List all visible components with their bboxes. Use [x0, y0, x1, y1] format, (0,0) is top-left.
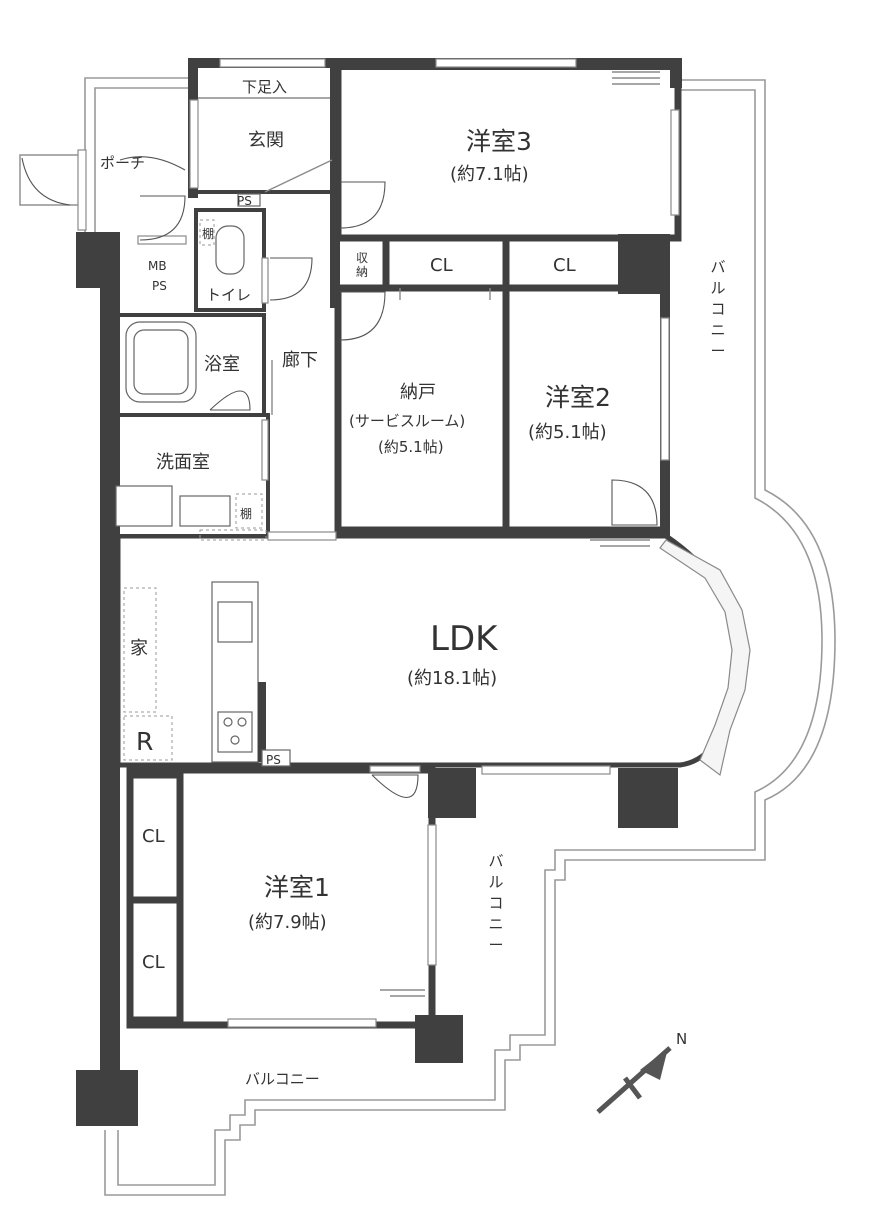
room-storage — [334, 284, 510, 534]
label-pipe-space-2: PS — [266, 753, 281, 767]
label-hallway: 廊下 — [282, 350, 318, 371]
label-mb: MB — [148, 259, 167, 273]
label-western3-area: (約7.1帖) — [450, 164, 529, 185]
label-balcony-bottom: バルコニー — [245, 1070, 320, 1088]
room-western2 — [502, 284, 670, 534]
label-appliance: 家 — [130, 638, 148, 659]
labels: LDK (約18.1帖) 洋室3 (約7.1帖) 洋室2 (約5.1帖) 洋室1… — [100, 78, 611, 1088]
balcony-right-char: ニ — [710, 321, 725, 339]
room-outlines — [115, 62, 743, 1029]
label-western1: 洋室1 — [264, 873, 330, 902]
label-storage: 納戸 — [400, 382, 436, 403]
balcony-middle-char: バ — [488, 852, 503, 870]
room-closet-b — [502, 234, 626, 292]
label-fridge: R — [136, 727, 153, 756]
details — [123, 71, 660, 997]
fixtures — [115, 193, 291, 767]
room-closet-d — [126, 896, 184, 1024]
label-storage-small-char: 収 — [356, 251, 368, 265]
balcony-middle-char: ル — [488, 873, 503, 891]
balcony-right-char: ル — [710, 279, 725, 297]
washing-machine-pan — [115, 485, 173, 527]
label-ldk: LDK — [430, 619, 499, 659]
label-toilet: トイレ — [206, 286, 251, 304]
balcony-right-char: コ — [710, 300, 725, 318]
balcony-middle-char: ー — [488, 936, 503, 954]
label-pipe-space-1: PS — [237, 194, 252, 208]
label-shoe-storage: 下足入 — [242, 78, 287, 96]
washbasin — [179, 495, 231, 527]
balcony-middle-char: コ — [488, 894, 503, 912]
label-western2-area: (約5.1帖) — [528, 422, 607, 443]
compass: N — [596, 1030, 687, 1114]
balcony-right-label: バルコニー — [710, 258, 725, 360]
label-storage-area: (約5.1帖) — [378, 438, 444, 456]
label-closet-3b: CL — [553, 255, 576, 276]
balcony-middle-label: バルコニー — [488, 852, 503, 954]
label-ldk-area: (約18.1帖) — [407, 668, 497, 689]
label-storage-small: 収納 — [356, 251, 368, 279]
stove — [217, 711, 253, 753]
windows — [77, 58, 751, 1028]
balcony-outline — [104, 79, 836, 1196]
label-western1-area: (約7.9帖) — [248, 912, 327, 933]
label-storage-small-char: 納 — [356, 265, 368, 279]
label-western3: 洋室3 — [466, 127, 532, 156]
label-shelf-2: 棚 — [240, 506, 252, 521]
label-western2: 洋室2 — [545, 383, 611, 412]
label-closet-1b: CL — [142, 952, 165, 973]
label-entrance: 玄関 — [248, 130, 284, 151]
label-bath: 浴室 — [204, 354, 240, 375]
label-porch: ポーチ — [100, 154, 145, 172]
kitchen-sink — [217, 601, 253, 643]
toilet-bowl — [215, 225, 245, 275]
label-closet-1a: CL — [142, 826, 165, 847]
balcony-right-char: バ — [710, 258, 725, 276]
label-mb-ps: PS — [152, 279, 167, 293]
compass-north-label: N — [676, 1030, 687, 1048]
label-washroom: 洗面室 — [156, 452, 210, 473]
doors — [119, 156, 658, 799]
balcony-middle-char: ニ — [488, 915, 503, 933]
label-closet-3a: CL — [430, 255, 453, 276]
label-shelf-1: 棚 — [202, 226, 214, 241]
label-storage-note: (サービスルーム) — [349, 412, 465, 430]
balcony-right-char: ー — [710, 342, 725, 360]
